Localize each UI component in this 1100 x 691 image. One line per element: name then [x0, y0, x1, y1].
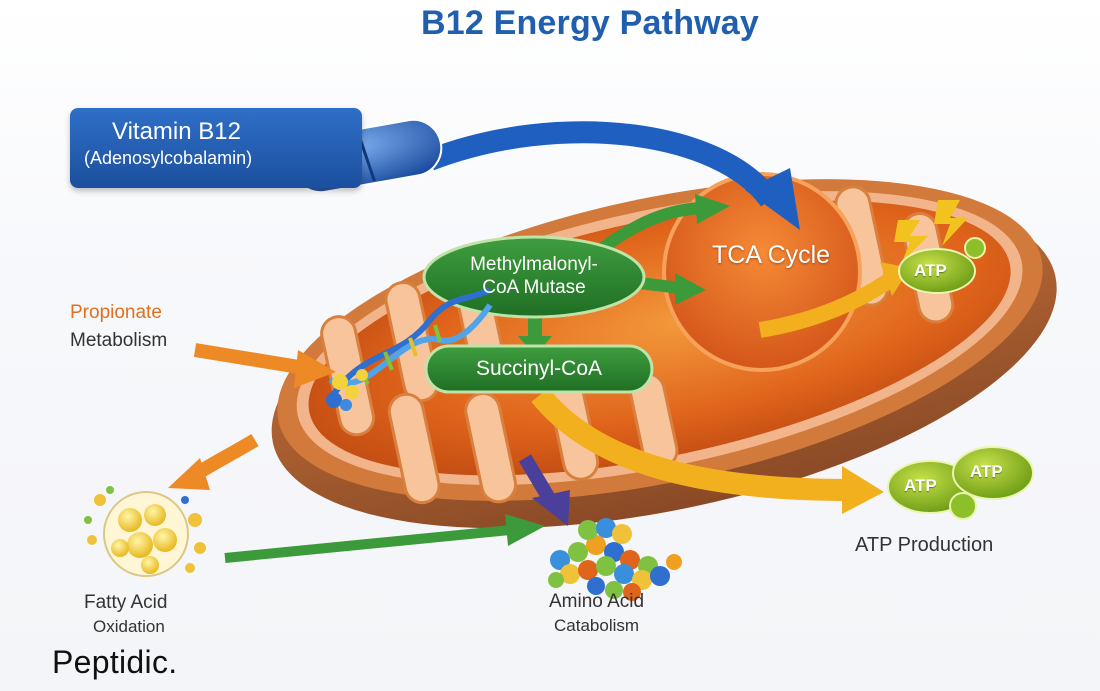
b12-arrowhead: [745, 168, 800, 230]
lightning-2-icon: [934, 200, 968, 246]
tca-cycle-label: TCA Cycle: [712, 241, 831, 269]
propionate-label: Propionate: [70, 302, 162, 323]
metabolism-label: Metabolism: [70, 330, 168, 351]
atp-production-label-2: ATP: [970, 462, 1003, 481]
coenzyme-helix-icon: [326, 287, 493, 411]
succinyl-coa-label: Succinyl-CoA: [475, 357, 603, 380]
catabolism-label: Catabolism: [554, 616, 640, 635]
vitamin-b12-box: [70, 108, 362, 188]
enzyme-line-2: CoA Mutase: [482, 277, 586, 298]
to-fatty-acid-arrowhead: [168, 458, 210, 490]
vitamin-b12-name: Vitamin B12: [112, 118, 241, 145]
atp-production-label-1: ATP: [904, 476, 937, 495]
enzyme-to-tca-arrow: [596, 202, 701, 255]
b12-to-tca-arrow: [426, 121, 779, 207]
propionate-arrow: [193, 343, 307, 375]
oxidation-label: Oxidation: [93, 617, 165, 636]
enzyme-to-succinyl-shaft: [528, 318, 542, 338]
enzyme-label: Methylmalonyl- CoA Mutase: [434, 253, 634, 299]
amino-acid-label: Amino Acid: [549, 591, 645, 612]
succinyl-coa-pill: [424, 344, 654, 394]
brand-logo: Peptidic.: [52, 644, 178, 680]
fatty-to-amino-arrowhead: [505, 514, 545, 546]
to-amino-acid-arrowhead: [532, 490, 570, 526]
amino-acid-cluster-icon: [548, 518, 682, 601]
to-amino-acid-arrow: [518, 454, 557, 504]
cycle-to-atp-arrow: [758, 273, 895, 338]
fatty-acid-label: Fatty Acid: [84, 592, 168, 613]
enzyme-to-cycle-arrow: [639, 277, 681, 294]
atp-cycle-dot: [964, 237, 986, 259]
atp-cycle-label: ATP: [914, 261, 947, 280]
succinyl-to-atp-production-arrow: [531, 387, 851, 501]
to-fatty-acid-arrow: [191, 433, 259, 481]
vitamin-b12-form: (Adenosylcobalamin): [84, 148, 253, 168]
atp-production-dot: [949, 492, 977, 520]
lightning-1-icon: [894, 220, 928, 262]
enzyme-line-1: Methylmalonyl-: [470, 254, 598, 275]
atp-production-molecule-2: [952, 446, 1034, 500]
page-title: B12 Energy Pathway: [420, 4, 760, 42]
enzyme-cycle-arrowhead: [675, 273, 706, 305]
fatty-acid-droplet-icon: [84, 486, 206, 577]
atp-cycle-molecule: [898, 248, 976, 294]
propionate-arrowhead: [294, 350, 336, 388]
enzyme-tca-arrowhead: [695, 194, 730, 224]
atp-production-label: ATP Production: [855, 534, 994, 556]
atp-production-arrowhead: [842, 466, 884, 514]
fatty-to-amino-arrow: [224, 525, 511, 563]
